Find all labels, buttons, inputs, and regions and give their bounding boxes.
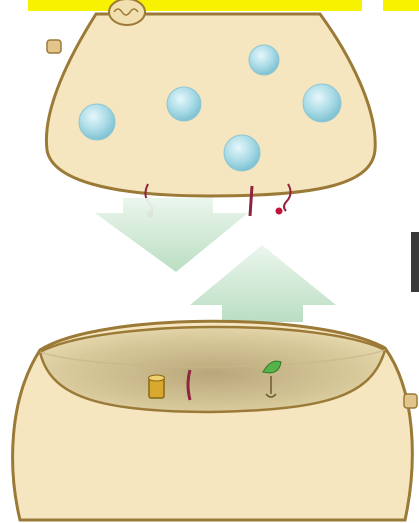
vesicle-icon (224, 135, 260, 171)
vesicle-icon (303, 84, 341, 122)
highlight-bar-left (28, 0, 362, 11)
receptor-icon (250, 186, 252, 216)
vesicle-icon (167, 87, 201, 121)
protein-icon (404, 394, 417, 408)
postsynaptic-cell (13, 321, 417, 520)
mitochondrion-icon (109, 0, 145, 25)
edge-fragment (411, 232, 419, 292)
arrow-up (190, 245, 336, 322)
arrow-down (95, 198, 248, 272)
ion-channel-icon (149, 375, 165, 398)
highlight-bar-right (383, 0, 419, 11)
vesicle-icon (249, 45, 279, 75)
vesicle-icon (79, 104, 115, 140)
protein-icon (47, 40, 61, 53)
presynaptic-terminal (46, 0, 375, 218)
